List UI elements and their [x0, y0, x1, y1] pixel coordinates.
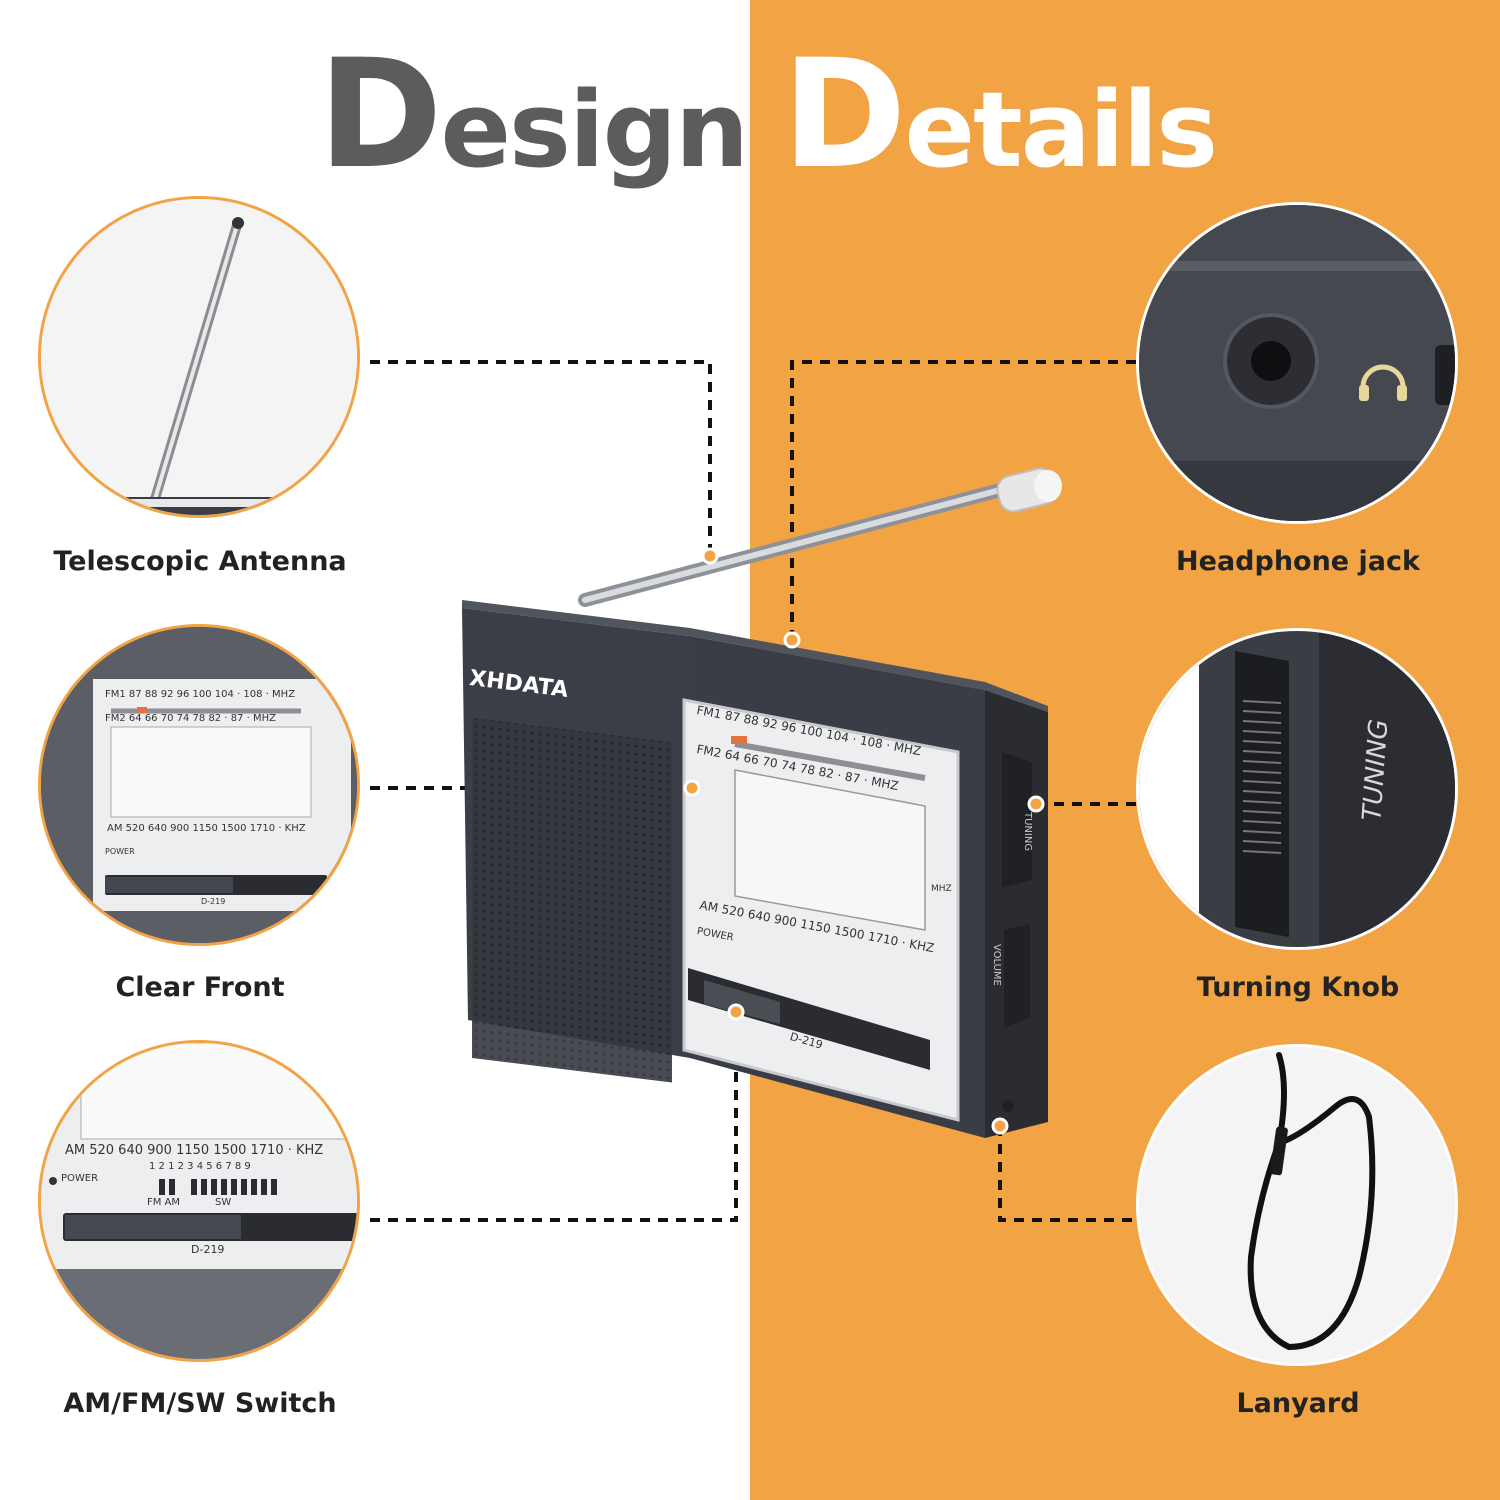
- antenna-rod: [578, 467, 1062, 607]
- switch-detail-circle: AM 520 640 900 1150 1500 1710 · KHZ POWE…: [38, 1040, 360, 1362]
- closeup-fm2: FM2 64 66 70 74 78 82 · 87 · MHZ: [105, 713, 276, 724]
- dial-closeup: [41, 627, 357, 943]
- label-turning-knob: Turning Knob: [1196, 972, 1400, 1003]
- headphone-detail-circle: [1136, 202, 1458, 524]
- closeup-fm1: FM1 87 88 92 96 100 104 · 108 · MHZ: [105, 689, 296, 700]
- antenna-detail-circle: [38, 196, 360, 518]
- headline-details: Details: [782, 28, 1218, 202]
- side-controls: [1002, 752, 1032, 1112]
- closeup-model: D-219: [201, 897, 226, 906]
- lanyard-icon: [1139, 1047, 1455, 1363]
- radio-volume-label: VOLUME: [991, 944, 1002, 986]
- label-telescopic-antenna: Telescopic Antenna: [53, 546, 347, 577]
- switch-closeup: [41, 1043, 357, 1359]
- switch-band-numbers: 1 2 1 2 3 4 5 6 7 8 9: [149, 1161, 251, 1172]
- switch-power-label: POWER: [61, 1173, 99, 1184]
- label-headphone-jack: Headphone jack: [1176, 546, 1420, 577]
- switch-fm-am-label: FM AM: [147, 1197, 181, 1208]
- headphone-jack-closeup: [1139, 205, 1455, 521]
- switch-am-scale: AM 520 640 900 1150 1500 1710 · KHZ: [65, 1143, 324, 1158]
- tuning-knob-detail-circle: TUNING: [1136, 628, 1458, 950]
- dial-panel: [682, 698, 960, 1122]
- label-am-fm-sw-switch: AM/FM/SW Switch: [63, 1388, 337, 1419]
- speaker-grille: [472, 717, 672, 1083]
- label-lanyard: Lanyard: [1236, 1388, 1360, 1419]
- antenna-icon: [41, 199, 357, 515]
- radio-mhz-label: MHZ: [931, 884, 952, 894]
- closeup-power: POWER: [105, 847, 135, 856]
- clear-front-detail-circle: FM1 87 88 92 96 100 104 · 108 · MHZ FM2 …: [38, 624, 360, 946]
- switch-sw-label: SW: [215, 1197, 232, 1208]
- headline-design: Design: [318, 28, 749, 202]
- lanyard-detail-circle: [1136, 1044, 1458, 1366]
- radio-tuning-label: TUNING: [1022, 812, 1033, 852]
- label-clear-front: Clear Front: [115, 972, 285, 1003]
- closeup-am: AM 520 640 900 1150 1500 1710 · KHZ: [107, 823, 306, 834]
- tuning-knob-closeup: [1139, 631, 1455, 947]
- headphone-icon: [1359, 364, 1407, 401]
- switch-model-label: D-219: [191, 1243, 225, 1256]
